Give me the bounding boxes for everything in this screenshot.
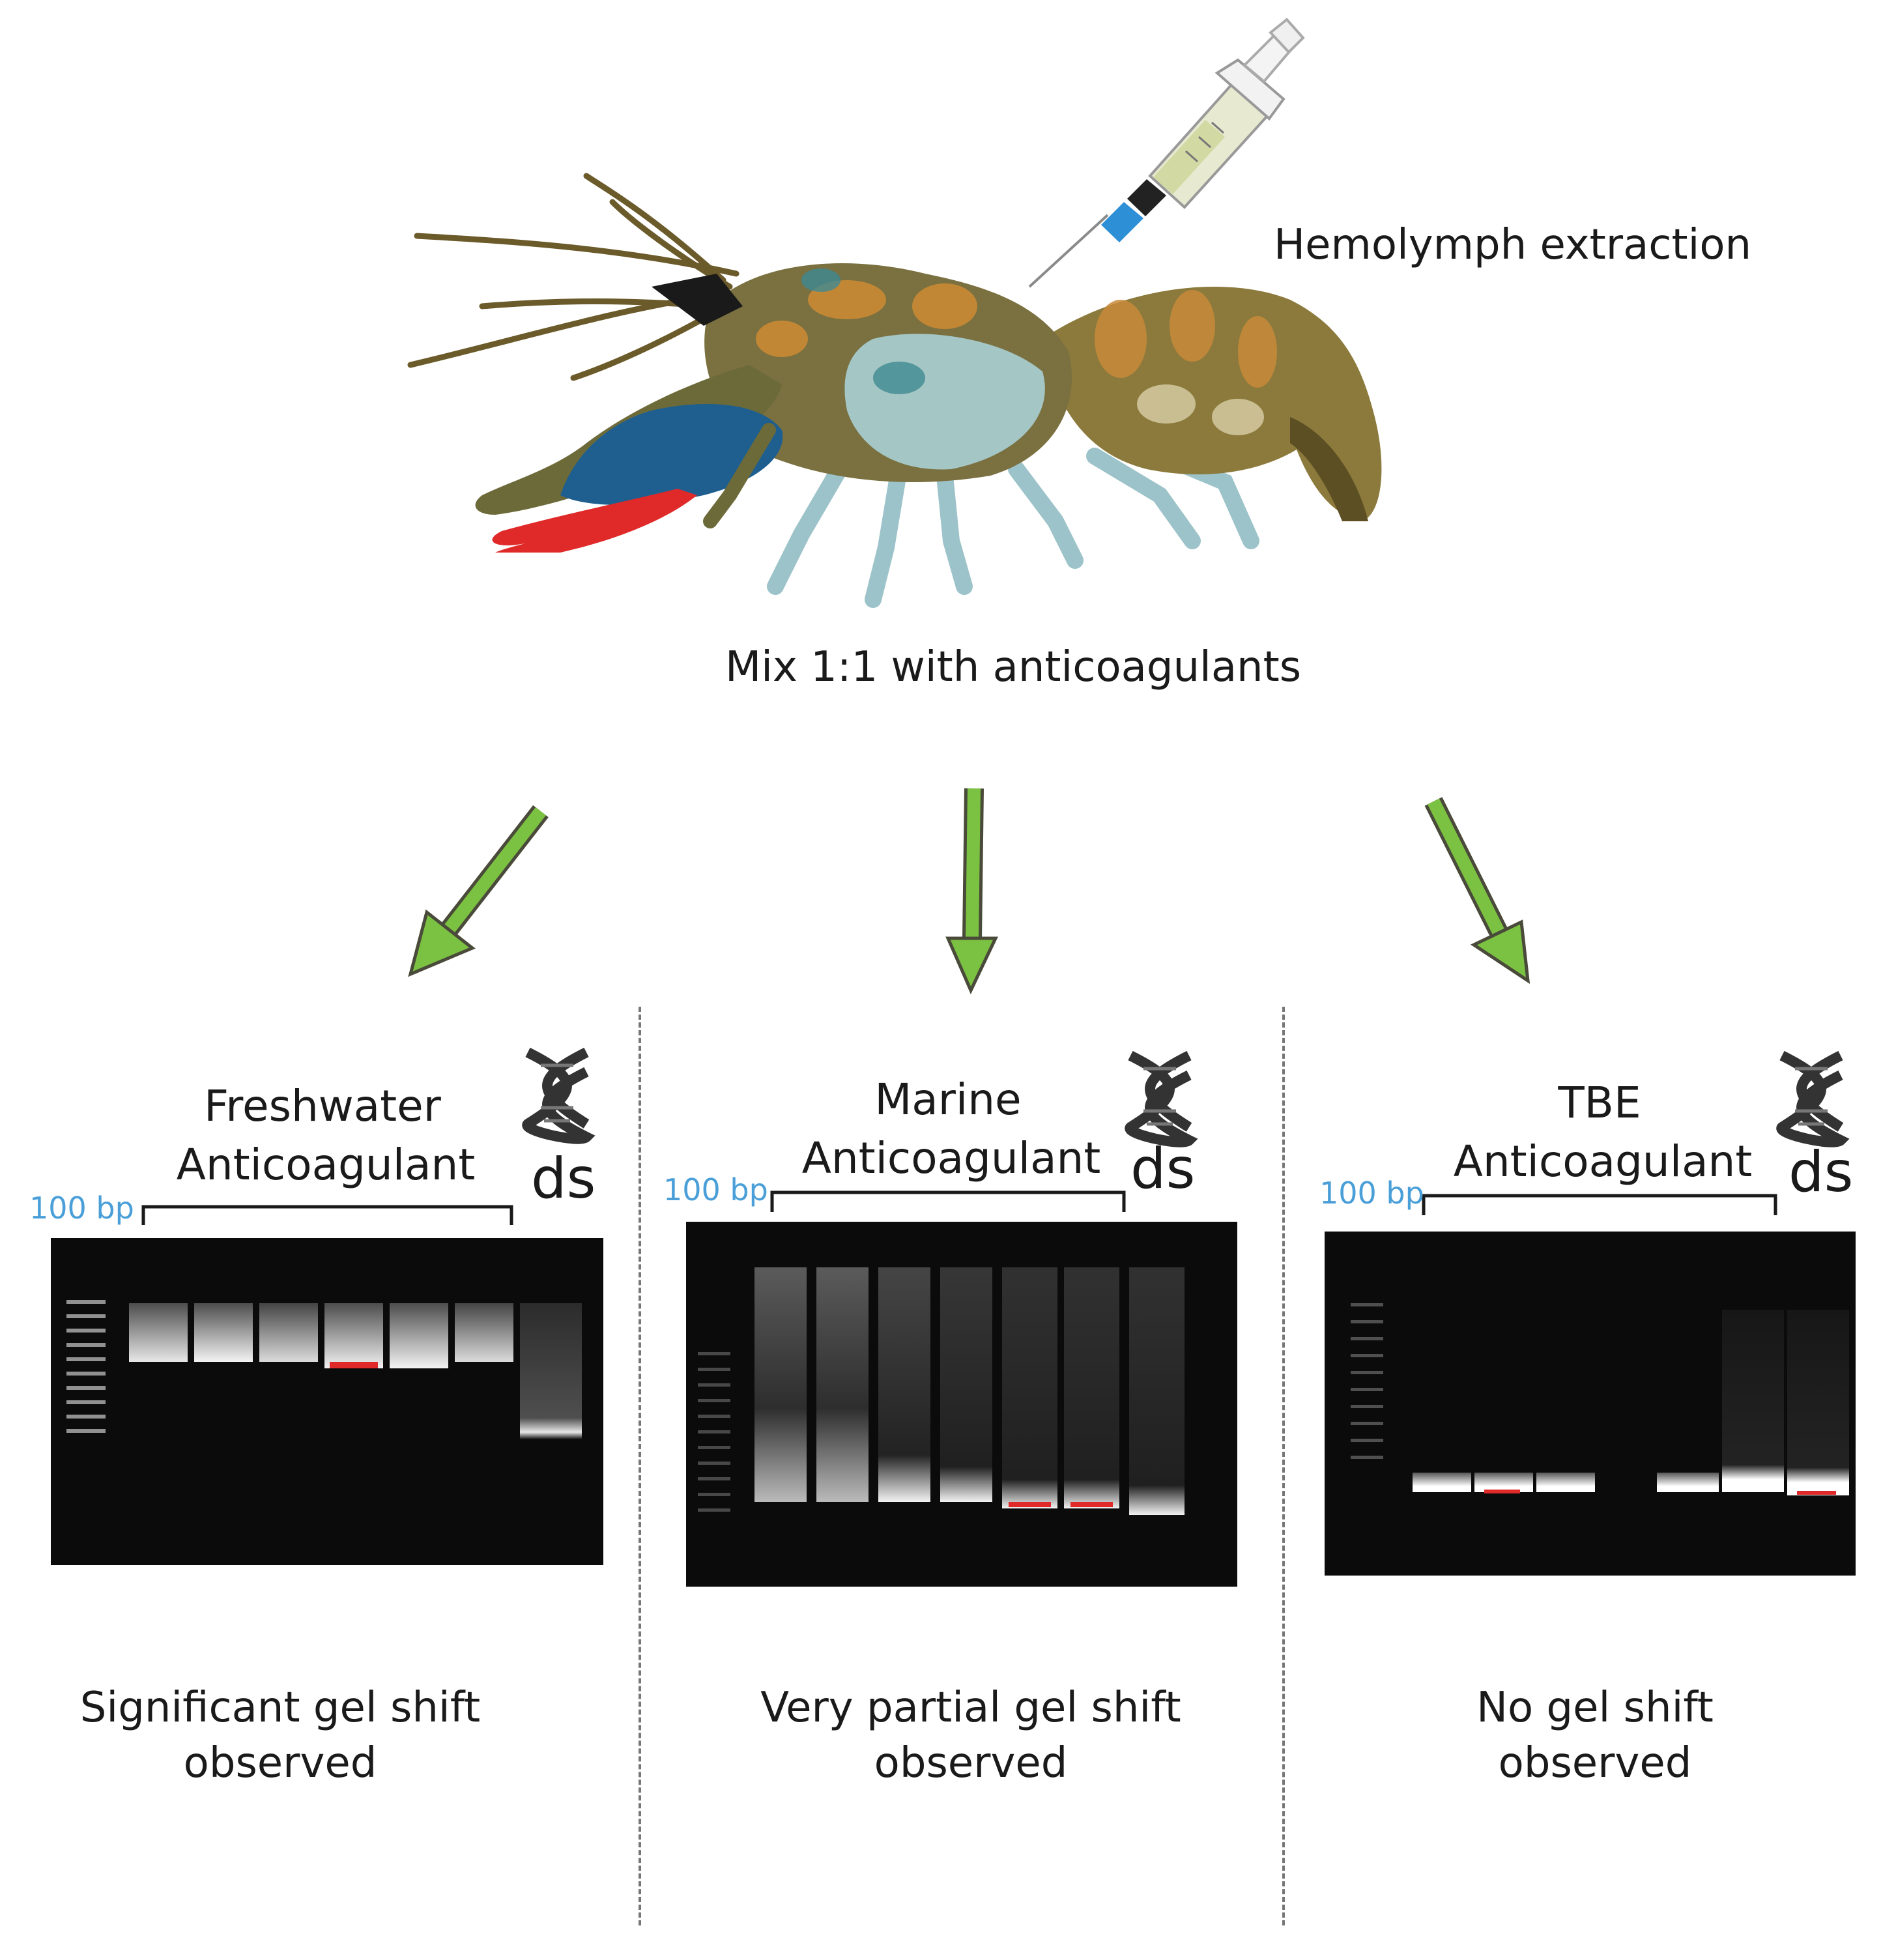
- panel-title-line2: Anticoagulant: [176, 1140, 476, 1190]
- result-line1: No gel shift: [1476, 1684, 1714, 1732]
- panel-divider: [639, 1007, 641, 1925]
- gel-image-freshwater: [51, 1238, 603, 1565]
- arrow-down-right-icon: [1424, 797, 1530, 985]
- hemolymph-label: Hemolymph extraction: [1274, 221, 1752, 269]
- arrow-down-icon: [945, 788, 998, 995]
- result-line2: observed: [874, 1739, 1068, 1787]
- marker-label: 100 bp: [663, 1172, 768, 1207]
- dna-helix-icon: [1776, 1050, 1850, 1147]
- panel-title-line1: TBE: [1558, 1078, 1641, 1128]
- lane-brackets: [141, 1190, 1777, 1225]
- panel-divider: [1282, 1007, 1285, 1925]
- marker-label: 100 bp: [1319, 1175, 1424, 1211]
- result-line1: Significant gel shift: [79, 1684, 481, 1732]
- panel-title-line2: Anticoagulant: [801, 1133, 1101, 1183]
- gel-image-marine: [686, 1222, 1237, 1587]
- panel-title-line2: Anticoagulant: [1453, 1136, 1753, 1187]
- result-line1: Very partial gel shift: [760, 1684, 1181, 1732]
- ds-label: ds: [1130, 1136, 1196, 1202]
- ds-label: ds: [531, 1146, 596, 1211]
- result-line2: observed: [1498, 1739, 1692, 1787]
- marker-label: 100 bp: [29, 1190, 134, 1226]
- crayfish-illustration: [407, 173, 1382, 608]
- arrow-down-left-icon: [408, 805, 549, 977]
- ds-label: ds: [1788, 1140, 1854, 1205]
- panel-title-line1: Freshwater: [204, 1081, 441, 1131]
- mix-label: Mix 1:1 with anticoagulants: [725, 643, 1302, 691]
- dna-helix-icon: [1125, 1050, 1198, 1147]
- panel-title-line1: Marine: [874, 1074, 1022, 1125]
- dna-helix-icon: [522, 1047, 596, 1144]
- gel-image-tbe: [1325, 1232, 1856, 1576]
- result-line2: observed: [183, 1739, 377, 1787]
- syringe-icon: [1028, 18, 1305, 288]
